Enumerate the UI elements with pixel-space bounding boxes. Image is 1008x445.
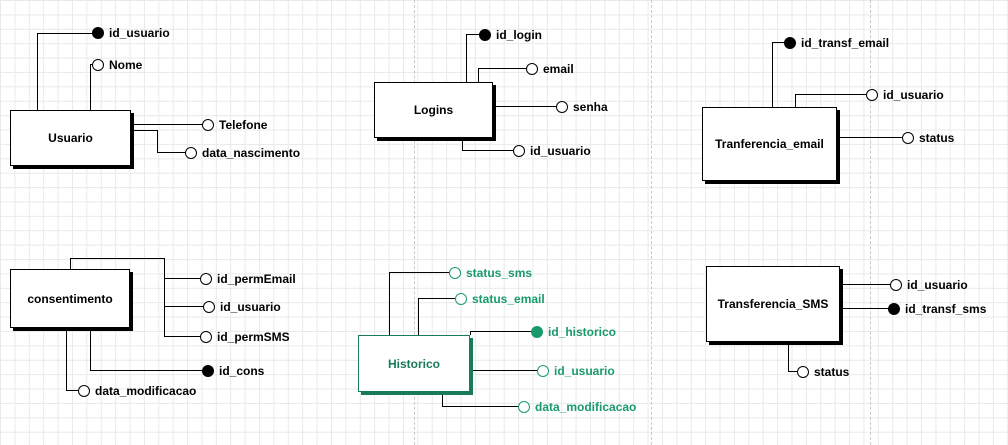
attribute-id-transf-sms[interactable]: id_transf_sms	[888, 302, 986, 316]
attribute-id-historico[interactable]: id_historico	[531, 325, 616, 339]
entity-transferencia-sms[interactable]: Transferencia_SMS	[706, 266, 840, 342]
entity-logins[interactable]: Logins	[374, 82, 493, 138]
attribute-status[interactable]: status	[797, 365, 849, 379]
attribute-status-sms[interactable]: status_sms	[449, 266, 532, 280]
primary-key-dot-icon	[92, 27, 104, 39]
attribute-id-login[interactable]: id_login	[479, 28, 542, 42]
attribute-dot-icon	[202, 119, 214, 131]
primary-key-dot-icon	[784, 37, 796, 49]
attribute-status[interactable]: status	[902, 131, 954, 145]
attribute-dot-icon	[902, 132, 914, 144]
primary-key-dot-icon	[531, 326, 543, 338]
attribute-data-modificacao[interactable]: data_modificacao	[518, 400, 636, 414]
attribute-telefone[interactable]: Telefone	[202, 118, 267, 132]
attribute-dot-icon	[78, 385, 90, 397]
attribute-nome[interactable]: Nome	[92, 58, 142, 72]
attribute-dot-icon	[455, 293, 467, 305]
attribute-dot-icon	[537, 365, 549, 377]
entity-tranferencia-email[interactable]: Tranferencia_email	[702, 107, 837, 181]
attribute-status-email[interactable]: status_email	[455, 292, 545, 306]
attribute-dot-icon	[556, 101, 568, 113]
attribute-id-permemail[interactable]: id_permEmail	[200, 272, 296, 286]
attribute-dot-icon	[203, 301, 215, 313]
attribute-email[interactable]: email	[526, 62, 574, 76]
attribute-dot-icon	[200, 273, 212, 285]
attribute-id-permsms[interactable]: id_permSMS	[200, 330, 290, 344]
attribute-data-nascimento[interactable]: data_nascimento	[185, 146, 300, 160]
attribute-dot-icon	[890, 279, 902, 291]
attribute-id-usuario[interactable]: id_usuario	[92, 26, 170, 40]
attribute-id-usuario[interactable]: id_usuario	[203, 300, 281, 314]
page-break-line	[870, 0, 871, 445]
attribute-dot-icon	[518, 401, 530, 413]
attribute-dot-icon	[797, 366, 809, 378]
attribute-id-usuario[interactable]: id_usuario	[866, 88, 944, 102]
entity-historico[interactable]: Historico	[358, 335, 470, 392]
attribute-senha[interactable]: senha	[556, 100, 608, 114]
attribute-dot-icon	[185, 147, 197, 159]
attribute-data-modificacao[interactable]: data_modificacao	[78, 384, 196, 398]
page-break-line	[414, 0, 415, 445]
attribute-id-transf-email[interactable]: id_transf_email	[784, 36, 889, 50]
primary-key-dot-icon	[888, 303, 900, 315]
primary-key-dot-icon	[202, 365, 214, 377]
primary-key-dot-icon	[479, 29, 491, 41]
page-break-line	[651, 0, 652, 445]
attribute-dot-icon	[449, 267, 461, 279]
attribute-id-usuario[interactable]: id_usuario	[513, 144, 591, 158]
entity-usuario[interactable]: Usuario	[10, 110, 131, 166]
attribute-dot-icon	[513, 145, 525, 157]
attribute-dot-icon	[200, 331, 212, 343]
attribute-dot-icon	[866, 89, 878, 101]
attribute-dot-icon	[526, 63, 538, 75]
attribute-dot-icon	[92, 59, 104, 71]
entity-consentimento[interactable]: consentimento	[10, 269, 130, 328]
attribute-id-usuario[interactable]: id_usuario	[890, 278, 968, 292]
attribute-id-cons[interactable]: id_cons	[202, 364, 264, 378]
attribute-id-usuario[interactable]: id_usuario	[537, 364, 615, 378]
